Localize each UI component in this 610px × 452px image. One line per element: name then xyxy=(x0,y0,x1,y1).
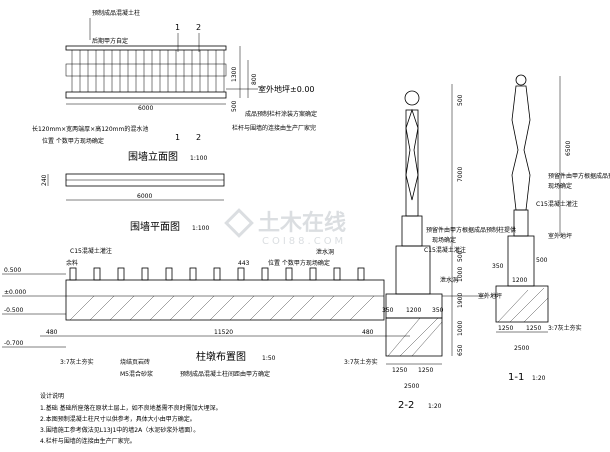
note-drain-hole-size: 长120mm×宽两端厚×高120mm的混水池 xyxy=(32,125,148,133)
label-11-ground-2: 室外地坪 xyxy=(478,292,502,300)
note-22-prefab: 预留件由甲方根据成品预制柱提供 xyxy=(426,226,516,234)
plan-title: 围墙平面图 xyxy=(130,220,180,233)
dim-22-b: 1000 xyxy=(457,267,464,282)
section-22-title: 2-2 xyxy=(398,400,414,411)
pier-layout: C15混凝土灌注 余料 443 位置 个数甲方现场确定 泄水洞 xyxy=(2,247,410,378)
dim-11-1200: 1200 xyxy=(512,277,527,284)
wall-hatch xyxy=(69,295,375,321)
label-c15-fill: C15混凝土灌注 xyxy=(70,247,112,255)
dim-22-1200: 1200 xyxy=(406,307,421,314)
note-drain-position: 位置 个数甲方现场确定 xyxy=(268,259,330,267)
level-mark-000: 室外地坪±0.00 xyxy=(258,84,315,94)
label-soil-left: 3:7灰土夯实 xyxy=(60,358,94,366)
section-11-scale: 1:20 xyxy=(532,375,546,382)
section-mark-2-top: 2 xyxy=(196,23,201,32)
dim-11-total: 2500 xyxy=(514,345,529,352)
section-22-scale: 1:20 xyxy=(428,403,442,410)
label-brick: 烧结页岩砖 xyxy=(120,358,150,366)
label-11-soil: 3:7灰土夯实 xyxy=(548,324,582,332)
note-22-field: 现场确定 xyxy=(432,236,456,244)
fence-balusters xyxy=(65,50,227,92)
plan-view: 240 6000 围墙平面图 1:100 xyxy=(41,173,225,233)
dim-11-500: 500 xyxy=(536,257,548,264)
dim-22-main: 7000 xyxy=(457,167,464,182)
notes-line-3: 3.围墙施工参考做法见L13J1中的墙2A（水泥砂浆外墙面）。 xyxy=(40,426,199,434)
notes-heading: 设计说明 xyxy=(40,392,64,400)
note-precast-column: 预制成品混凝土柱 xyxy=(92,9,140,17)
dim-500: 500 xyxy=(231,100,238,112)
watermark-text: 土木在线 xyxy=(258,210,346,236)
dim-11-1250-left: 1250 xyxy=(498,325,513,332)
dim-11-top: 6500 xyxy=(565,141,572,156)
dim-800: 800 xyxy=(251,73,258,85)
label-22-drain: 泄水洞 xyxy=(440,276,458,284)
section-mark-2-bottom: 2 xyxy=(196,133,201,142)
section-1-1: 预留件由甲方根据成品预制柱提供 现场确定 C15混凝土灌注 室外地坪 6500 … xyxy=(478,74,610,383)
dim-11-1250-right: 1250 xyxy=(526,325,541,332)
front-width-dim: 6000 xyxy=(138,105,153,112)
dim-22-350-left: 350 xyxy=(382,307,394,314)
note-later-owner: 后期甲方自定 xyxy=(92,37,128,45)
notes-line-2: 2.本图预制混凝土柱尺寸以供参考，具体大小由甲方确定。 xyxy=(40,415,196,423)
section-mark-1-bottom: 1 xyxy=(175,133,180,142)
dim-22-a: 500 xyxy=(457,250,464,262)
front-elevation: 预制成品混凝土柱 后期甲方自定 1 2 6000 1300 800 xyxy=(32,9,317,163)
note-11-prefab: 预留件由甲方根据成品预制柱提供 xyxy=(548,172,610,180)
front-elevation-scale: 1:100 xyxy=(190,155,207,162)
watermark-url: COI88.COM xyxy=(262,236,346,247)
watermark-logo: 土木在线 COI88.COM xyxy=(224,208,346,247)
note-baluster-coating: 成品预制栏杆涂装方案确定 xyxy=(245,110,317,118)
pier-layout-title: 柱墩布置图 xyxy=(196,350,246,363)
dim-22-350-right: 350 xyxy=(432,307,444,314)
label-11-c15: C15混凝土灌注 xyxy=(536,200,578,208)
front-elevation-title: 围墙立面图 xyxy=(128,150,178,163)
dim-11-350: 350 xyxy=(492,263,504,270)
section-mark-1-top: 1 xyxy=(175,23,180,32)
level-neg0700: -0.700 xyxy=(4,340,24,347)
design-notes: 设计说明 1.基础 基础所座落在原状土层上，如不良地基需不良时需加大埋深。 2.… xyxy=(40,392,222,445)
dim-22-c: 1900 xyxy=(457,293,464,308)
plan-scale: 1:100 xyxy=(192,225,209,232)
dim-11520: 11520 xyxy=(214,329,233,336)
label-precast-spacing: 预制成品混凝土柱间距由甲方确定 xyxy=(180,370,270,378)
dim-443: 443 xyxy=(238,260,250,267)
dim-1300: 1300 xyxy=(231,67,238,82)
note-position-count: 位置 个数甲方现场确定 xyxy=(42,137,104,145)
section-2-2: 预留件由甲方根据成品预制柱提供 现场确定 C15混凝土灌注 泄水洞 500 70… xyxy=(382,84,516,411)
piers-row xyxy=(69,267,365,281)
notes-line-4: 4.栏杆与围墙的连接由生产厂家完。 xyxy=(40,437,136,445)
dim-22-1250-right: 1250 xyxy=(418,367,433,374)
dim-22-1250-left: 1250 xyxy=(392,367,407,374)
dim-22-e: 650 xyxy=(457,344,464,356)
label-drain-hole: 泄水洞 xyxy=(316,248,334,256)
dim-22-top: 500 xyxy=(457,94,464,106)
label-mortar: M5混合砂浆 xyxy=(120,370,153,378)
label-leftover: 余料 xyxy=(66,259,78,267)
dim-22-d: 1000 xyxy=(457,321,464,336)
label-soil-right: 3:7灰土夯实 xyxy=(344,358,378,366)
dim-22-total: 2500 xyxy=(404,383,419,390)
level-0500: 0.500 xyxy=(4,267,21,274)
label-22-c15: C15混凝土灌注 xyxy=(424,246,466,254)
level-neg0500: -0.500 xyxy=(4,307,24,314)
dim-480-left: 480 xyxy=(46,329,58,336)
plan-thickness-dim: 240 xyxy=(41,174,48,186)
notes-line-1: 1.基础 基础所座落在原状土层上，如不良地基需不良时需加大埋深。 xyxy=(40,404,222,412)
level-000: ±0.000 xyxy=(4,289,26,296)
dim-480-right: 480 xyxy=(362,329,374,336)
section-11-title: 1-1 xyxy=(508,372,524,383)
note-baluster-connection: 栏杆与围墙的连接由生产厂家完 xyxy=(232,124,316,132)
plan-width-dim: 6000 xyxy=(137,193,152,200)
pier-layout-scale: 1:50 xyxy=(262,355,276,362)
